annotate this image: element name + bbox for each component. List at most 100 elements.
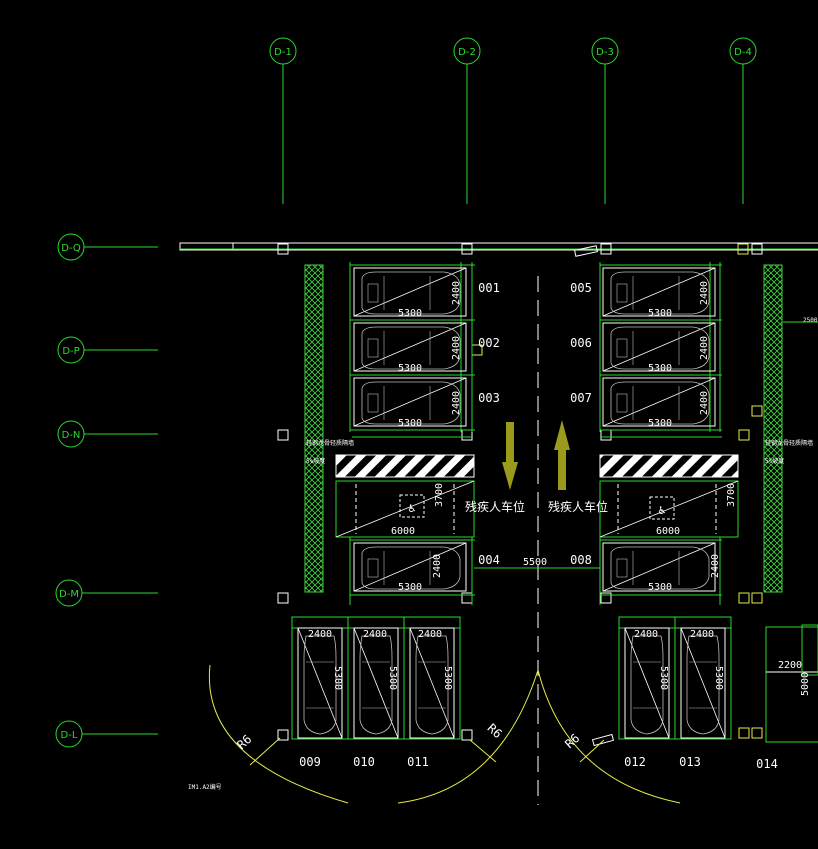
left-space-numbers: 001 002 003 [478,281,500,405]
note-text: 5%坡度 [765,457,784,465]
accessible-icon: ♿ [658,503,665,517]
dim-label: 2400 [451,336,462,360]
dim-label: 2400 [710,554,721,578]
dim-label: 2400 [690,629,714,640]
row-axis-dq: D-Q [57,233,158,261]
aisle-dim-label: 5500 [523,557,547,568]
column-axis-label: D-4 [734,47,752,58]
dim-label: 2400 [699,281,710,305]
left-parking-block [349,262,475,438]
dim-label: 3700 [434,483,445,507]
space-number: 009 [299,755,321,769]
dim-label: 5300 [648,418,672,429]
radius-label: R6 [562,731,582,751]
space-number: 003 [478,391,500,405]
row-axis-label: D-Q [61,243,81,254]
hatched-wall-right [763,264,783,593]
row-axis-dn: D-N [57,420,158,448]
column-axis-d2: D-2 [453,37,481,204]
bottom-left-spaces: 2400 2400 2400 5300 5300 5300 009 010 01… [291,616,461,769]
column-axis-label: D-1 [274,47,292,58]
space-number: 014 [756,757,778,771]
row-axis-dp: D-P [57,336,158,364]
direction-arrow-down [502,422,518,490]
left-dims: 5300 5300 5300 2400 2400 2400 [398,281,462,429]
row-axis-dm: D-M [55,579,158,607]
note-text: 轻钢龙骨轻质隔墙 [306,439,354,447]
left-notes: 轻钢龙骨轻质隔墙 5%坡度 [306,439,354,465]
dim-label: 2400 [451,281,462,305]
right-parking-block [599,262,722,438]
space-number: 013 [679,755,701,769]
radius-labels: R6 R6 R6 [234,721,582,752]
center-aisle: 5500 [474,276,600,805]
space-number: 010 [353,755,375,769]
space-number: 011 [407,755,429,769]
dim-label: 2400 [363,629,387,640]
left-accessible-space: ♿ 6000 3700 残疾人车位 [335,454,525,538]
space-number: 001 [478,281,500,295]
column-axis-d4: D-4 [729,37,757,204]
row-axis-label: D-L [61,730,78,741]
dim-label: 2400 [634,629,658,640]
dim-label: 5300 [398,363,422,374]
space-number: 007 [570,391,592,405]
dim-label: 2400 [308,629,332,640]
space-number: 008 [570,553,592,567]
left-space-004: 5300 2400 004 [349,537,500,605]
space-number: 002 [478,336,500,350]
dim-label: 5300 [398,418,422,429]
dim-label: 5300 [648,308,672,319]
radius-label: R6 [234,732,254,752]
column-axis-d3: D-3 [591,37,619,204]
dim-label: 2400 [451,391,462,415]
right-space-008: 5300 2400 008 [570,537,722,605]
hatched-wall-left [304,264,324,593]
row-axis-dl: D-L [55,720,158,748]
bottom-right-spaces: 2400 2400 5300 5300 012 013 [618,616,732,769]
dim-label: 5300 [398,308,422,319]
radius-label: R6 [485,721,505,741]
note-text: 5%坡度 [306,457,325,465]
dim-label: 2400 [699,336,710,360]
dim-label: 5300 [442,666,453,690]
far-right-space: 2200 5000 014 [591,624,818,771]
dim-label: 2400 [418,629,442,640]
column-markers [277,243,763,741]
bottom-note: IM1.A2编号 [188,783,222,791]
row-axis-label: D-N [62,430,81,441]
accessible-label: 残疾人车位 [465,499,525,514]
dim-label: 6000 [391,526,415,537]
direction-arrow-up [554,420,570,490]
right-accessible-space: ♿ 6000 3700 残疾人车位 [548,454,739,538]
dim-label: 2200 [778,660,802,671]
dim-label: 5300 [398,582,422,593]
space-number: 004 [478,553,500,567]
dim-label: 5300 [387,666,398,690]
right-space-numbers: 005 006 007 [570,281,592,405]
accessible-label: 残疾人车位 [548,499,608,514]
space-number: 005 [570,281,592,295]
row-axis-label: D-P [62,346,79,357]
note-text: 轻钢龙骨轻质隔墙 [765,439,813,447]
dim-label: 3700 [726,483,737,507]
right-dims: 5300 5300 5300 2400 2400 2400 [648,281,710,429]
column-axis-label: D-2 [458,47,476,58]
top-wall [179,242,818,257]
column-axis-label: D-3 [596,47,614,58]
accessible-icon: ♿ [408,501,415,515]
dim-label: 5300 [648,363,672,374]
dim-label: 5300 [332,666,343,690]
dim-label: 2400 [699,391,710,415]
dim-label: 6000 [656,526,680,537]
row-axis-label: D-M [59,589,79,600]
dim-label: 5300 [648,582,672,593]
dim-label: 5300 [713,666,724,690]
column-axis-d1: D-1 [269,37,297,204]
dim-label: 5000 [800,672,811,696]
dim-label: 2500 [803,317,818,324]
space-number: 006 [570,336,592,350]
dim-label: 2400 [432,554,443,578]
space-number: 012 [624,755,646,769]
